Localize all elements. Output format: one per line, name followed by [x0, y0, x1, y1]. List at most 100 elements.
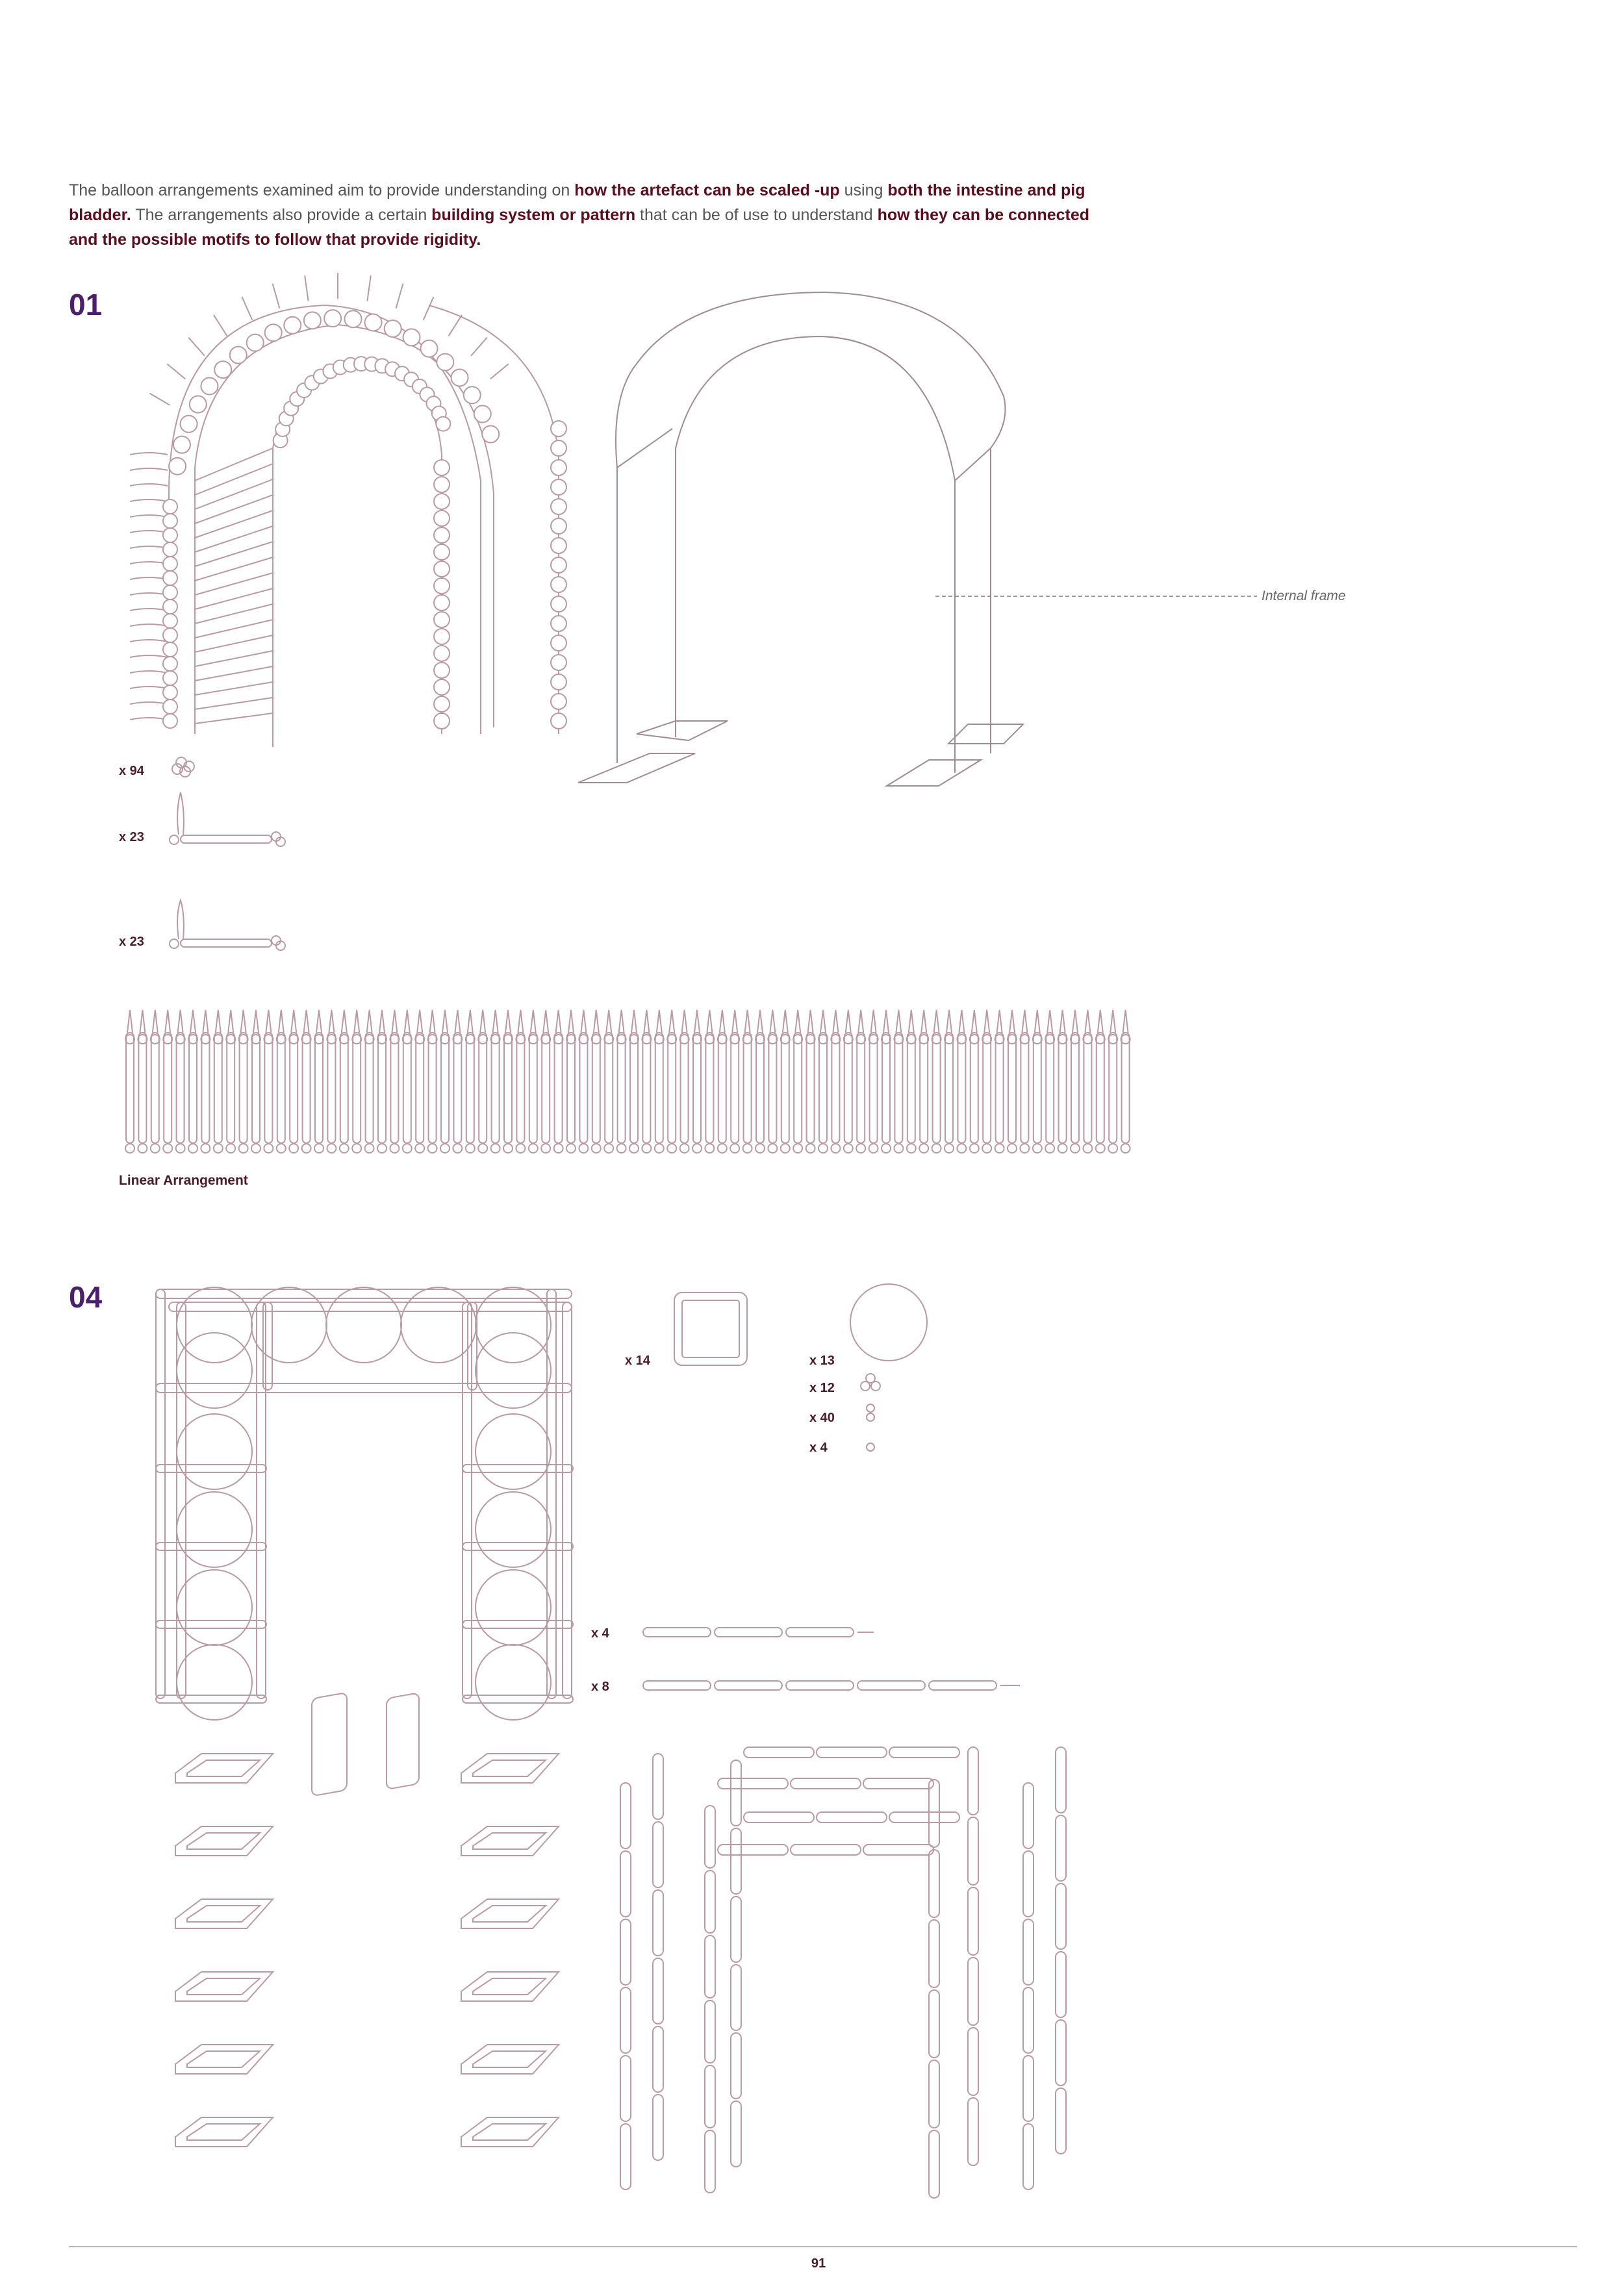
arch-balloon	[434, 662, 450, 678]
linear-knot	[806, 1035, 815, 1044]
long-balloon-icon-a	[170, 792, 285, 846]
intro-text: The balloon arrangements examined aim to…	[69, 181, 575, 199]
linear-balloon	[441, 1033, 449, 1143]
vertical-chain-segment	[929, 1990, 939, 2058]
linear-knot	[579, 1035, 588, 1044]
vertical-chain-segment	[1056, 2088, 1066, 2154]
mini-gate-beam	[863, 1845, 933, 1855]
linear-tip	[568, 1010, 574, 1033]
qty-square-frame: x 14	[625, 1354, 650, 1368]
linear-tip	[140, 1010, 145, 1033]
linear-knot	[1045, 1035, 1054, 1044]
leaf	[471, 338, 487, 356]
linear-knot	[1033, 1035, 1042, 1044]
arch-balloon	[385, 320, 401, 337]
arch-long-balloon	[195, 620, 273, 638]
arch-long-balloon	[195, 666, 273, 681]
linear-balloon	[416, 1033, 424, 1143]
qty-short-chain: x 4	[591, 1626, 609, 1641]
linear-balloon	[1071, 1033, 1079, 1143]
vertical-chain-segment	[731, 1760, 741, 1826]
arch-balloon	[551, 460, 566, 475]
internal-frame-illustration	[578, 292, 1257, 786]
linear-knot	[730, 1035, 739, 1044]
linear-knot	[554, 1035, 563, 1044]
linear-tip	[997, 1010, 1002, 1033]
leaf	[305, 275, 308, 301]
arch-balloon	[421, 340, 438, 357]
leaf	[130, 499, 168, 501]
linear-knot	[403, 1144, 412, 1153]
linear-balloon	[327, 1033, 335, 1143]
linear-knot	[289, 1035, 298, 1044]
arch-balloon	[163, 499, 177, 514]
mini-gate-beam	[744, 1812, 814, 1823]
vertical-chain-segment	[968, 1887, 978, 1955]
chain-segment-short	[643, 1628, 711, 1637]
qty-pair-balloon: x 40	[809, 1411, 835, 1425]
leaf	[188, 338, 205, 356]
linear-tip	[367, 1010, 372, 1033]
linear-knot	[277, 1035, 286, 1044]
leaf	[149, 394, 170, 405]
arch-balloon	[551, 499, 566, 514]
linear-knot	[390, 1035, 399, 1044]
linear-tip	[316, 1010, 322, 1033]
linear-knot	[415, 1035, 424, 1044]
arch-long-balloon	[195, 479, 273, 509]
linear-knot	[478, 1035, 487, 1044]
intro-text: The arrangements also provide a certain	[131, 206, 432, 224]
linear-tip	[1009, 1010, 1015, 1033]
arch-balloon	[163, 571, 177, 585]
linear-knot	[907, 1144, 916, 1153]
leaf	[130, 671, 168, 673]
linear-knot	[541, 1144, 550, 1153]
linear-balloon	[857, 1033, 865, 1143]
linear-knot	[743, 1144, 752, 1153]
linear-tip	[972, 1010, 977, 1033]
leaf	[130, 562, 168, 564]
arch-balloon	[434, 629, 450, 644]
linear-balloon	[1034, 1033, 1041, 1143]
linear-tip	[417, 1010, 422, 1033]
arch-balloon	[434, 578, 450, 594]
linear-tip	[203, 1010, 208, 1033]
mini-gate-beam	[718, 1845, 788, 1855]
linear-tip	[266, 1010, 271, 1033]
vertical-chain-segment	[620, 1783, 631, 1848]
linear-balloon	[378, 1033, 386, 1143]
linear-balloon	[744, 1033, 752, 1143]
linear-tip	[556, 1010, 561, 1033]
linear-knot	[844, 1035, 853, 1044]
linear-balloon	[920, 1033, 928, 1143]
mini-gate-beam	[817, 1812, 887, 1823]
linear-tip	[405, 1010, 410, 1033]
arch-balloon	[163, 614, 177, 628]
linear-balloon	[353, 1033, 361, 1143]
small-square-frame	[175, 2117, 273, 2147]
arch-long-balloon	[195, 557, 273, 581]
linear-knot	[806, 1144, 815, 1153]
chain-segment-long	[786, 1681, 854, 1690]
arch-balloon	[551, 596, 566, 612]
linear-tip	[745, 1010, 750, 1033]
linear-balloon	[844, 1033, 852, 1143]
arch-balloon	[551, 557, 566, 573]
linear-knot	[655, 1035, 664, 1044]
linear-knot	[1071, 1144, 1080, 1153]
vertical-chain-segment	[705, 2000, 715, 2063]
arch-balloon	[551, 713, 566, 729]
linear-balloon	[492, 1033, 500, 1143]
mini-gate-beam	[889, 1812, 959, 1823]
vertical-chain-segment	[929, 2060, 939, 2128]
linear-knot	[491, 1144, 500, 1153]
leaf	[130, 546, 168, 548]
mini-gate-beam	[889, 1747, 959, 1758]
leaf	[448, 315, 462, 336]
vertical-chain-segment	[653, 2095, 663, 2160]
linear-balloon	[1021, 1033, 1028, 1143]
linear-knot	[1083, 1144, 1092, 1153]
arch-balloon	[434, 696, 450, 712]
pair-balloon-icon	[867, 1404, 874, 1421]
linear-tip	[606, 1010, 611, 1033]
